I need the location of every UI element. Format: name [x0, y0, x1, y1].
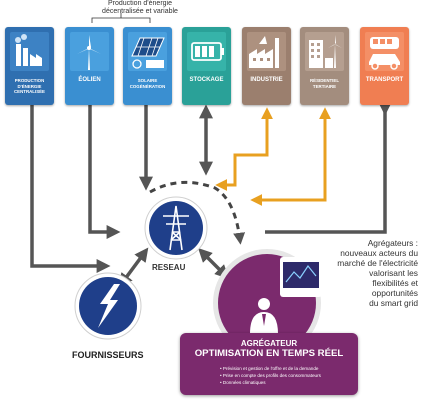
- transport-icon: [363, 30, 406, 73]
- tile-residentiel: RÉSIDENTIEL TERTIAIRE: [300, 27, 349, 105]
- tile-label: RÉSIDENTIEL TERTIAIRE: [309, 78, 340, 89]
- aggregator-bullets: Prévision et gestion de l'offre et de la…: [220, 365, 360, 386]
- tile-label: PRODUCTION D'ÉNERGIE CENTRALISÉE: [14, 78, 45, 95]
- lightning-icon: [98, 284, 120, 328]
- orange-arrows: [215, 107, 331, 206]
- reseau-node: [144, 196, 208, 260]
- solar-panel-icon: [126, 30, 169, 73]
- tile-label: ÉOLIEN: [78, 77, 101, 83]
- aggregator-title: AGRÉGATEUR OPTIMISATION EN TEMPS RÉEL: [194, 339, 344, 359]
- tile-solaire: SOLAIRE COGÉNÉRATION: [123, 27, 172, 105]
- dashed-arc: [149, 180, 246, 245]
- pylon-icon: [163, 205, 189, 251]
- factory-icon: [8, 30, 51, 73]
- tile-label: INDUSTRIE: [250, 77, 283, 83]
- fournisseurs-label: FOURNISSEURS: [72, 350, 144, 360]
- industry-icon: [245, 30, 288, 73]
- tile-label: SOLAIRE COGÉNÉRATION: [129, 78, 166, 89]
- tile-production-centralisee: PRODUCTION D'ÉNERGIE CENTRALISÉE: [5, 27, 54, 105]
- building-icon: [303, 30, 346, 73]
- tile-transport: TRANSPORT: [360, 27, 409, 105]
- reseau-label: RESEAU: [152, 263, 186, 272]
- bullet-item: Prise en compte des profils des consomma…: [220, 372, 360, 379]
- gray-arrows: [30, 101, 392, 288]
- bullet-item: Données climatiques: [220, 379, 360, 386]
- monitor-icon: [280, 257, 322, 297]
- agregateurs-description: Agrégateurs : nouveaux acteurs du marché…: [337, 238, 418, 308]
- aggregator-box: AGRÉGATEUR OPTIMISATION EN TEMPS RÉEL Pr…: [180, 333, 358, 395]
- production-decentralisee-label: Production d'énergie décentralisée et va…: [102, 0, 178, 15]
- tile-industrie: INDUSTRIE: [242, 27, 291, 105]
- battery-icon: [185, 30, 228, 73]
- tile-label: TRANSPORT: [365, 77, 404, 83]
- bullet-item: Prévision et gestion de l'offre et de la…: [220, 365, 360, 372]
- aggregator-node: [213, 249, 322, 357]
- tile-label: STOCKAGE: [189, 77, 224, 83]
- wind-turbine-icon: [68, 30, 111, 73]
- fournisseurs-node: [74, 272, 142, 340]
- person-icon: [250, 298, 278, 334]
- tile-eolien: ÉOLIEN: [65, 27, 114, 105]
- tile-stockage: STOCKAGE: [182, 27, 231, 105]
- bracket: [91, 13, 151, 23]
